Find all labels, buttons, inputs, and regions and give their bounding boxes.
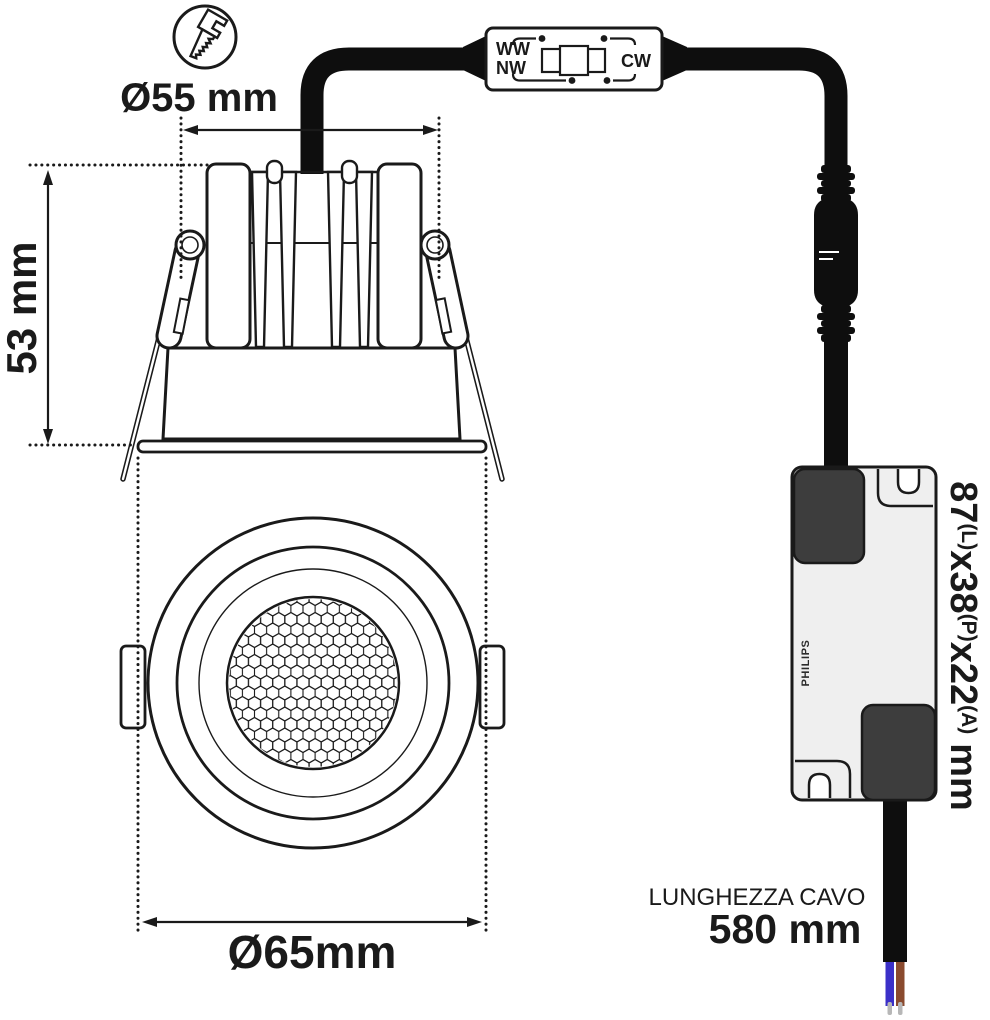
cct-label-cw: CW [621,51,651,71]
heatsink-fin-outer-right [376,162,423,350]
mounting-tab-left [119,644,147,730]
heatsink-fin [250,170,270,349]
cable-entry-block-bottom [860,703,937,802]
heatsink-fin [278,170,298,349]
dim-cutout-diameter [179,116,441,284]
cct-slider-knob[interactable] [558,44,590,77]
cct-selector [463,26,687,92]
driver-box [790,465,938,802]
dim-recess-height [28,163,212,447]
cable-gland-right [662,36,687,81]
cable-entry-block-top [792,467,866,565]
recess-height-label: 53 mm [0,241,45,375]
wire-tip-left [887,1002,892,1015]
cct-label-ww: WW [496,39,530,59]
strain-hook-top [896,469,921,495]
strain-hook-bottom [807,772,832,798]
cct-labels-warm: WW NW [496,40,530,77]
honeycomb-lens [229,599,397,767]
cct-label-nw: NW [496,57,526,78]
cable-length-title: LUNGHEZZA CAVO [648,884,866,911]
lamp-body [161,346,462,441]
driver-dimensions-label: 87(L)x38(P)x22(A)mm [942,481,984,811]
heatsink-fin [354,170,374,349]
spring-clip-left [120,229,206,482]
downlight-side-view [136,159,488,454]
cutout-diameter-label: Ø55 mm [120,76,278,120]
cable-gland-left [463,36,486,81]
spring-clip-right [419,229,505,482]
wire-brown [896,956,905,1006]
wire-tip-right [898,1002,903,1015]
trim-flange [136,439,488,454]
screw-icon [172,4,238,70]
mounting-tab-right [478,644,506,730]
cable-length-value: 580 mm [708,906,862,952]
heatsink-fin [326,170,346,349]
downlight-front-view [119,516,506,850]
inline-connector [814,165,858,342]
power-cable [300,47,907,1015]
lens-rim [225,595,401,771]
dim-front-diameter [136,456,488,937]
cable-fixture-to-selector [300,47,467,174]
trim-ring-inner [175,545,451,821]
front-diameter-label: Ø65mm [227,926,397,978]
cable-selector-to-connector [683,47,848,176]
wire-blue [885,956,894,1006]
heatsink-fin-outer-left [205,162,252,350]
driver-brand-label: PHILIPS [800,639,812,687]
